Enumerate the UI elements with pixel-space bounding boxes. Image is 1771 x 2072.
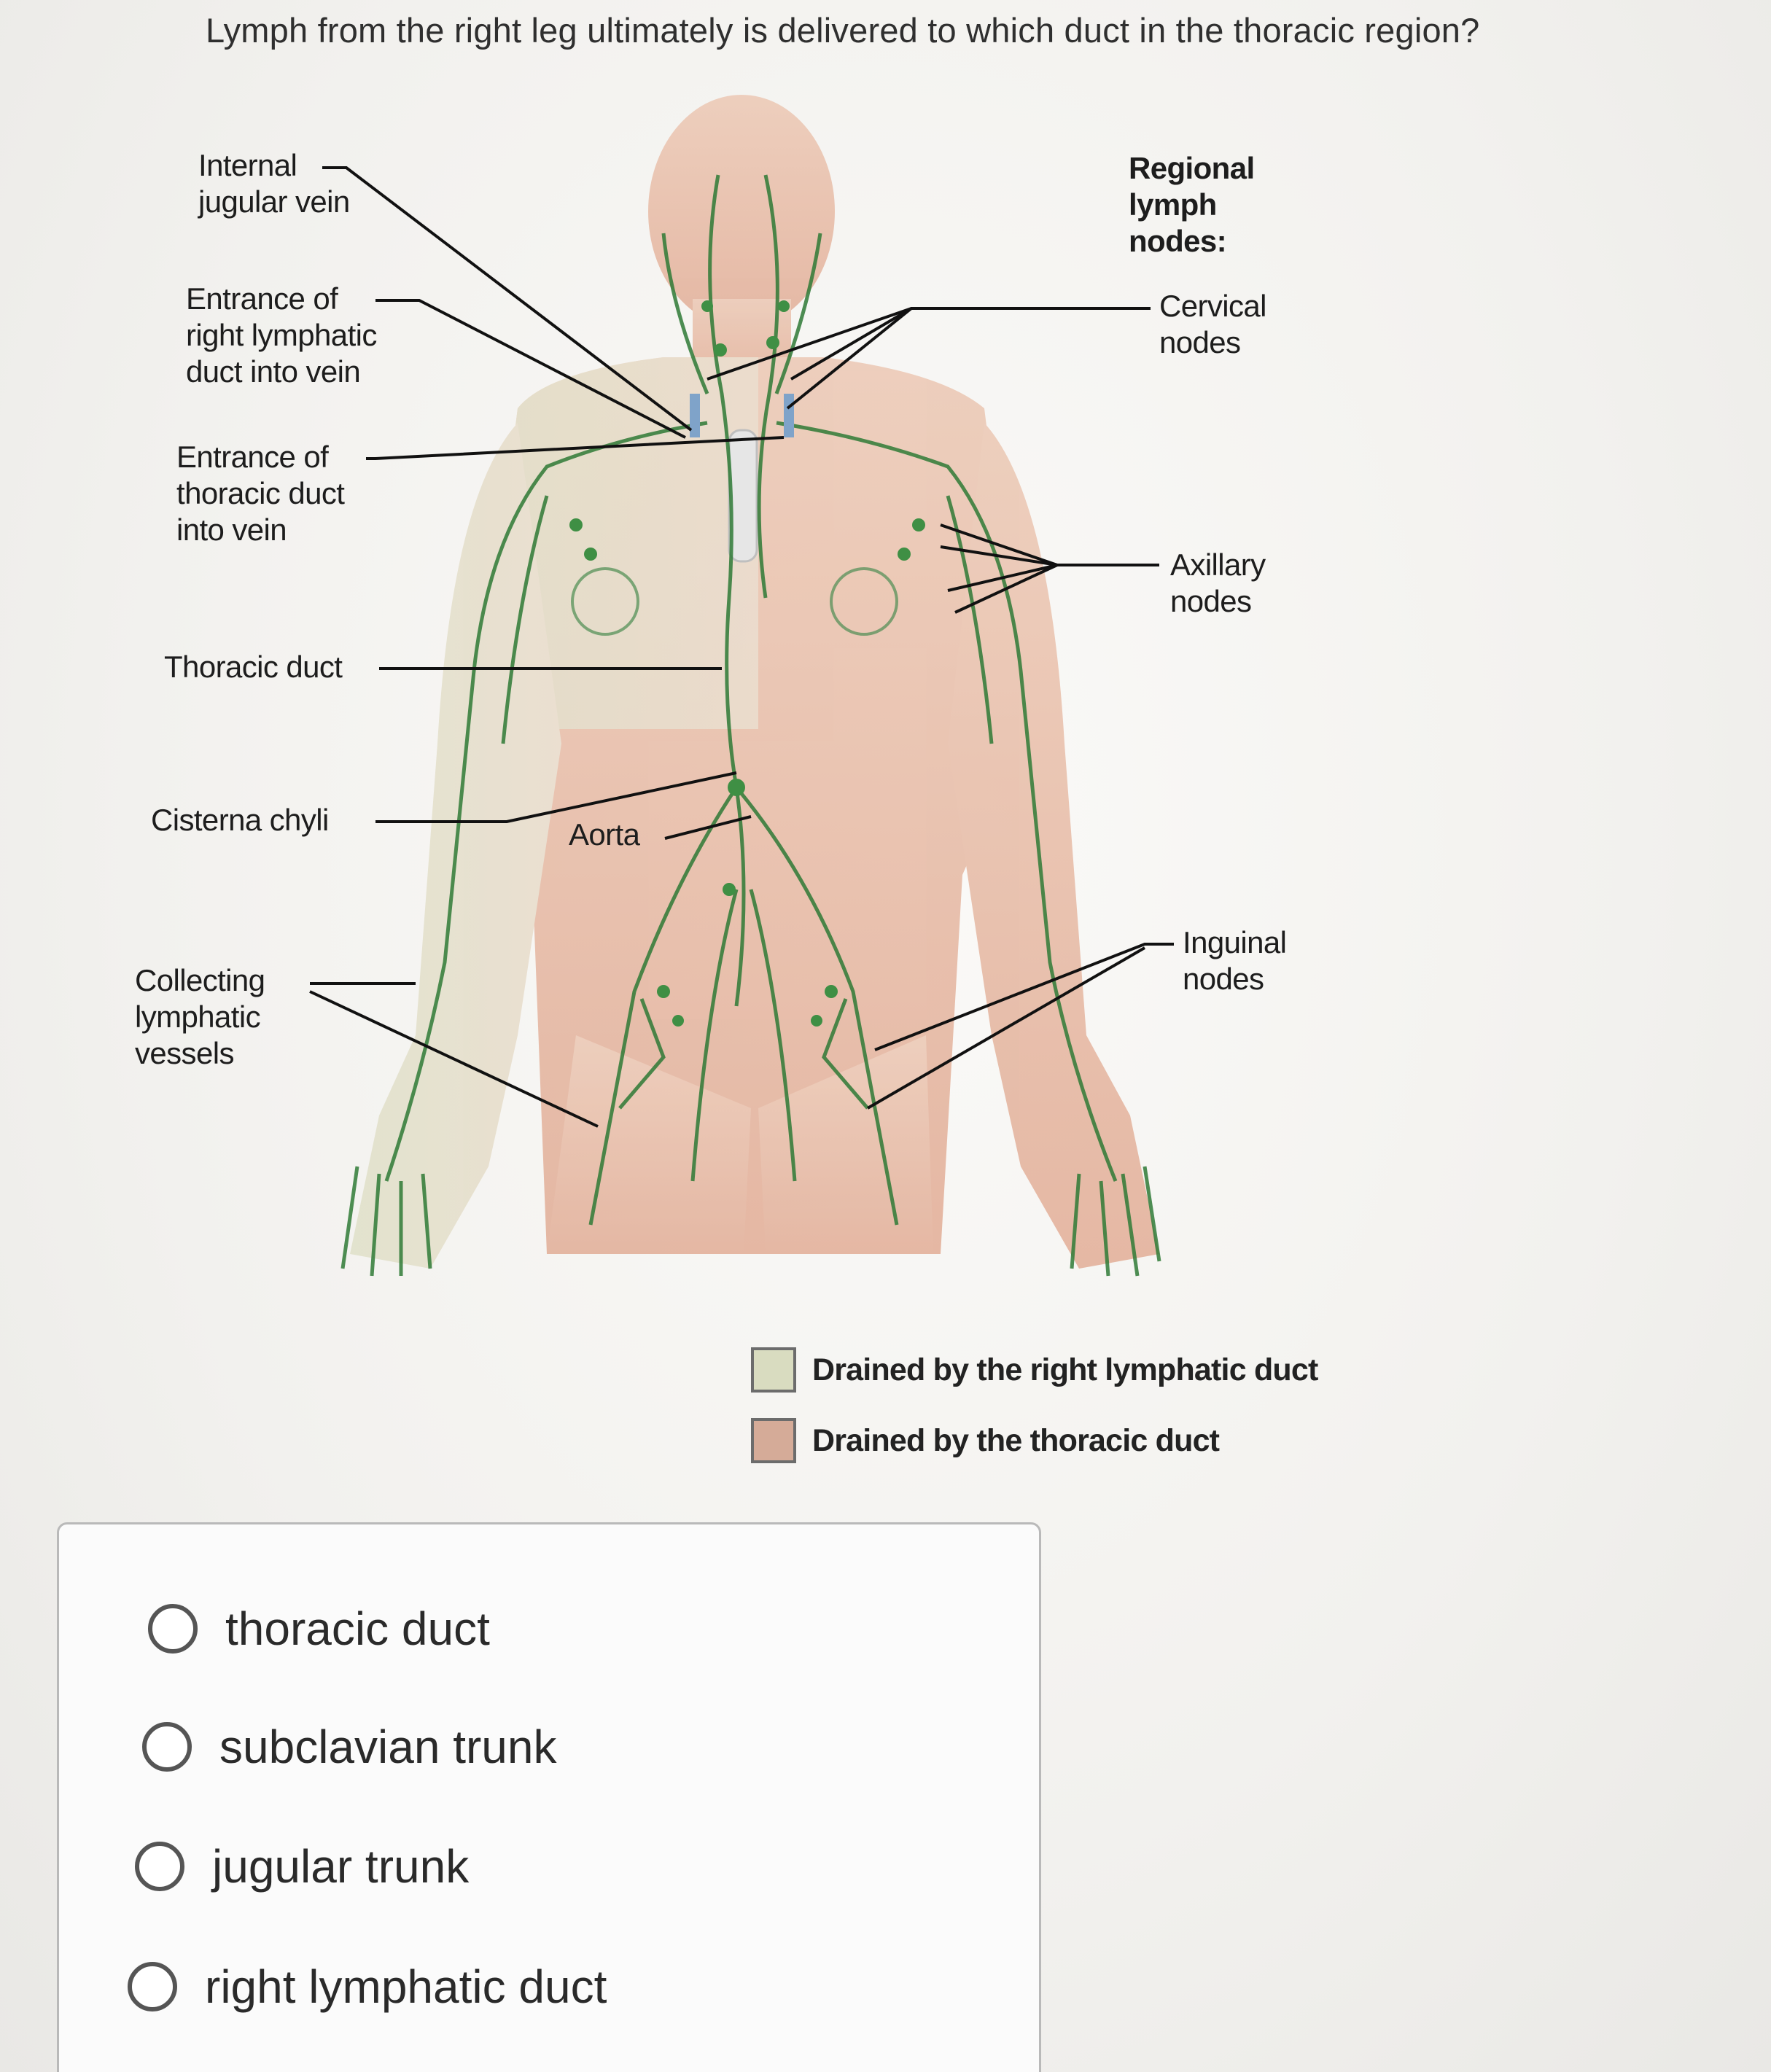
label-line: Regional [1129, 150, 1255, 187]
label-line: nodes [1170, 583, 1266, 620]
label-line: Entrance of [186, 281, 377, 317]
label-line: nodes [1183, 961, 1286, 997]
option-subclavian-trunk[interactable]: subclavian trunk [142, 1720, 556, 1774]
label-line: Cervical [1159, 288, 1266, 324]
question-text: Lymph from the right leg ultimately is d… [206, 10, 1479, 50]
label-regional-lymph-nodes: Regional lymph nodes: [1129, 150, 1255, 260]
legend-swatch [751, 1418, 796, 1463]
option-thoracic-duct[interactable]: thoracic duct [148, 1602, 490, 1656]
option-right-lymphatic-duct[interactable]: right lymphatic duct [128, 1960, 607, 2014]
legend-item-thoracic: Drained by the thoracic duct [751, 1418, 1219, 1463]
label-internal-jugular-vein: Internal jugular vein [198, 147, 350, 220]
label-thoracic-duct: Thoracic duct [164, 649, 342, 685]
legend-label: Drained by the right lymphatic duct [812, 1352, 1318, 1388]
option-jugular-trunk[interactable]: jugular trunk [135, 1839, 469, 1893]
option-label[interactable]: subclavian trunk [219, 1720, 556, 1774]
radio-button[interactable] [142, 1722, 192, 1772]
label-line: Axillary [1170, 547, 1266, 583]
label-line: nodes: [1129, 223, 1255, 260]
label-thoracic-duct-entrance: Entrance of thoracic duct into vein [176, 439, 344, 548]
label-line: Internal [198, 147, 350, 184]
legend-swatch [751, 1347, 796, 1393]
label-line: vessels [135, 1035, 265, 1072]
label-right-lymphatic-entrance: Entrance of right lymphatic duct into ve… [186, 281, 377, 390]
lymphatic-system-figure: Internal jugular vein Entrance of right … [109, 87, 1349, 1473]
label-cisterna-chyli: Cisterna chyli [151, 802, 329, 838]
label-inguinal-nodes: Inguinal nodes [1183, 924, 1286, 997]
label-collecting-lymphatic-vessels: Collecting lymphatic vessels [135, 962, 265, 1072]
radio-button[interactable] [148, 1604, 198, 1654]
label-line: lymph [1129, 187, 1255, 223]
label-line: nodes [1159, 324, 1266, 361]
option-label[interactable]: right lymphatic duct [205, 1960, 607, 2014]
option-label[interactable]: jugular trunk [212, 1839, 469, 1893]
radio-button[interactable] [135, 1842, 184, 1891]
label-line: Collecting [135, 962, 265, 999]
label-line: Inguinal [1183, 924, 1286, 961]
label-axillary-nodes: Axillary nodes [1170, 547, 1266, 620]
label-line: lymphatic [135, 999, 265, 1035]
radio-button[interactable] [128, 1962, 177, 2011]
label-line: right lymphatic [186, 317, 377, 354]
label-line: jugular vein [198, 184, 350, 220]
label-line: thoracic duct [176, 475, 344, 512]
label-cervical-nodes: Cervical nodes [1159, 288, 1266, 361]
answer-options-card: thoracic duct subclavian trunk jugular t… [57, 1522, 1041, 2072]
legend-label: Drained by the thoracic duct [812, 1423, 1219, 1459]
label-aorta: Aorta [569, 817, 639, 853]
option-label[interactable]: thoracic duct [225, 1602, 490, 1656]
label-line: duct into vein [186, 354, 377, 390]
legend-item-right-lymphatic: Drained by the right lymphatic duct [751, 1347, 1318, 1393]
label-line: Entrance of [176, 439, 344, 475]
label-line: into vein [176, 512, 344, 548]
